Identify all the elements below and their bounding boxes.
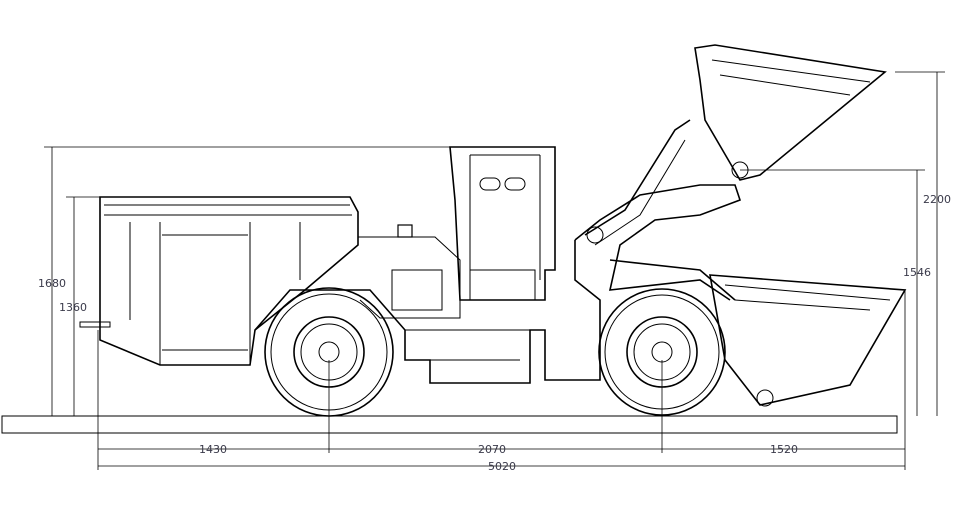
dim-overall-height: 1680	[38, 277, 66, 290]
bucket-raised	[694, 44, 887, 181]
dimension-lines	[44, 71, 945, 470]
dim-overall-length: 5020	[488, 460, 516, 473]
rear-body	[79, 196, 359, 366]
bucket-lowered	[709, 274, 907, 407]
dim-bucket-pivot-height: 1546	[903, 266, 931, 279]
boom-and-arms	[574, 119, 742, 301]
front-wheel	[598, 288, 726, 416]
lower-frame	[254, 240, 601, 384]
dim-max-lift-height: 2200	[923, 193, 951, 206]
cab	[358, 146, 556, 319]
rear-wheel	[264, 287, 394, 417]
dim-rear-overhang: 1430	[199, 443, 227, 456]
dim-front-overhang: 1520	[770, 443, 798, 456]
dim-wheelbase: 2070	[478, 443, 506, 456]
dim-body-height: 1360	[59, 301, 87, 314]
ground-slab	[1, 415, 898, 434]
